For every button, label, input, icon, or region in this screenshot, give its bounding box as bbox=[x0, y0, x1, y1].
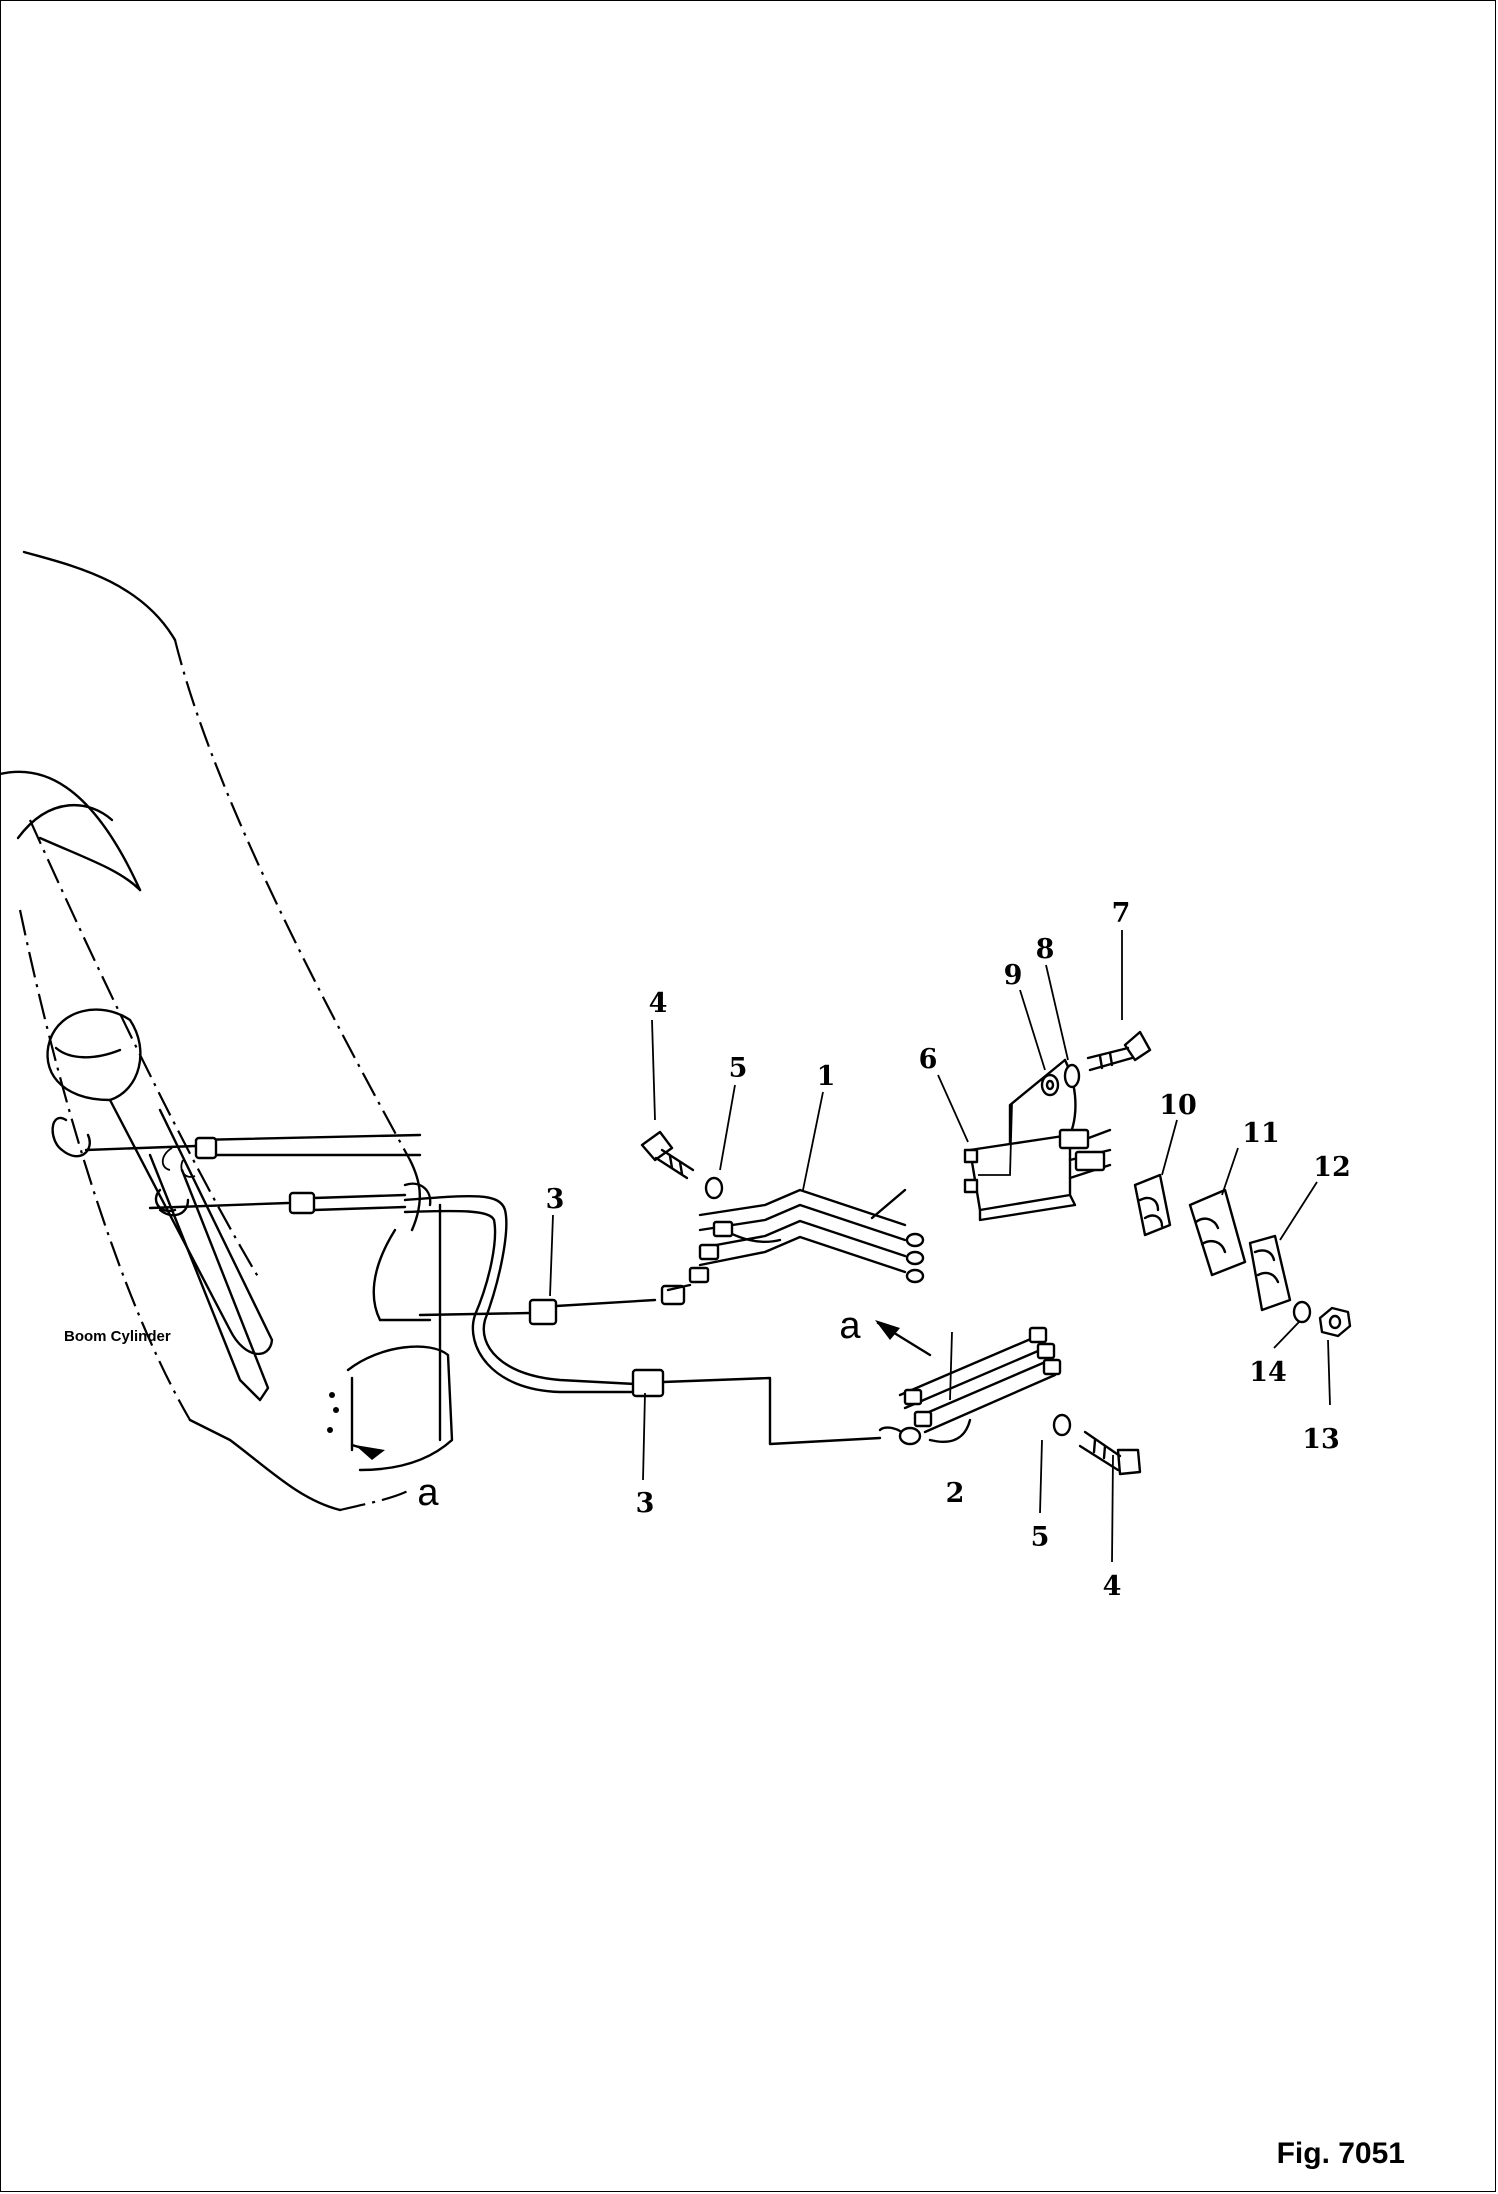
callout-1: 1 bbox=[817, 1061, 836, 1092]
washer-5-lower bbox=[1052, 1413, 1072, 1437]
callout-14: 14 bbox=[1249, 1357, 1287, 1388]
callout-6: 6 bbox=[919, 1044, 938, 1075]
clamp-11 bbox=[1188, 1188, 1247, 1277]
bolt-4-lower bbox=[1078, 1430, 1142, 1476]
callout-5-upper: 5 bbox=[729, 1053, 748, 1084]
callout-3-upper: 3 bbox=[546, 1184, 565, 1215]
callouts: 1 2 3 3 4 4 5 5 6 7 8 9 10 11 12 13 14 bbox=[546, 898, 1351, 1602]
hose-3-upper bbox=[403, 1195, 686, 1394]
figure-number: Fig. 7051 bbox=[1277, 2137, 1405, 2170]
callout-9: 9 bbox=[1004, 960, 1023, 991]
boom-outline bbox=[0, 550, 454, 1512]
tube-assembly-2 bbox=[898, 1326, 1062, 1446]
boom-pipe-clamps bbox=[84, 1133, 432, 1215]
washer-14 bbox=[1292, 1300, 1312, 1324]
callout-2: 2 bbox=[946, 1478, 965, 1509]
clamp-12 bbox=[1248, 1234, 1292, 1312]
washer-9 bbox=[1040, 1073, 1060, 1097]
boom-bracket bbox=[327, 1376, 385, 1460]
tube-assembly-1 bbox=[666, 1188, 925, 1292]
washer-5-upper bbox=[704, 1176, 724, 1200]
view-arrow-a bbox=[875, 1320, 932, 1357]
boom-cylinder bbox=[46, 1008, 274, 1402]
callout-10: 10 bbox=[1159, 1090, 1197, 1121]
clamp-10 bbox=[1133, 1173, 1172, 1237]
hose-3-lower bbox=[631, 1368, 907, 1446]
bolt-4-upper bbox=[640, 1130, 695, 1180]
callout-4-lower: 4 bbox=[1103, 1571, 1122, 1602]
bracket-6 bbox=[963, 1058, 1112, 1222]
nut-13 bbox=[1318, 1306, 1352, 1338]
callout-7: 7 bbox=[1112, 898, 1131, 929]
bolt-7 bbox=[1086, 1030, 1152, 1072]
washer-8 bbox=[1063, 1063, 1081, 1089]
callout-12: 12 bbox=[1313, 1152, 1351, 1183]
callout-11: 11 bbox=[1242, 1118, 1280, 1149]
callout-8: 8 bbox=[1036, 934, 1055, 965]
callout-4-upper: 4 bbox=[649, 988, 668, 1019]
view-label-a-left: a bbox=[417, 1472, 439, 1514]
boom-cylinder-label: Boom Cylinder bbox=[64, 1328, 171, 1345]
callout-5-lower: 5 bbox=[1031, 1522, 1050, 1553]
view-label-a-right: a bbox=[839, 1305, 861, 1347]
callout-13: 13 bbox=[1302, 1424, 1340, 1455]
leader-lines bbox=[549, 930, 1331, 1563]
callout-3-lower: 3 bbox=[636, 1488, 655, 1519]
